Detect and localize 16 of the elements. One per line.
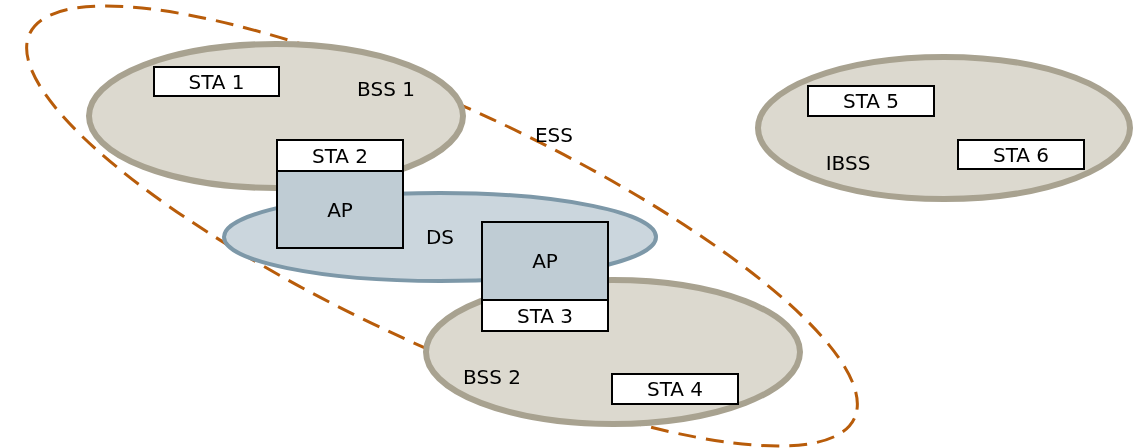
ellipse bbox=[755, 54, 1133, 202]
station-box: STA 5 bbox=[807, 85, 935, 117]
access-point-box: AP bbox=[276, 170, 404, 249]
ellipse bbox=[423, 277, 803, 427]
station-box: STA 1 bbox=[153, 66, 280, 97]
ellipse-label: BSS 2 bbox=[463, 365, 521, 389]
station-box: STA 4 bbox=[611, 373, 739, 405]
station-box: STA 3 bbox=[481, 299, 609, 332]
ellipse-label: DS bbox=[425, 225, 455, 249]
station-box: STA 6 bbox=[957, 139, 1085, 170]
ellipse-label: ESS bbox=[535, 123, 573, 147]
ellipse-label: IBSS bbox=[825, 151, 871, 175]
access-point-box: AP bbox=[481, 221, 609, 301]
ellipse-label: BSS 1 bbox=[357, 77, 415, 101]
station-box: STA 2 bbox=[276, 139, 404, 172]
ellipse bbox=[86, 41, 466, 191]
